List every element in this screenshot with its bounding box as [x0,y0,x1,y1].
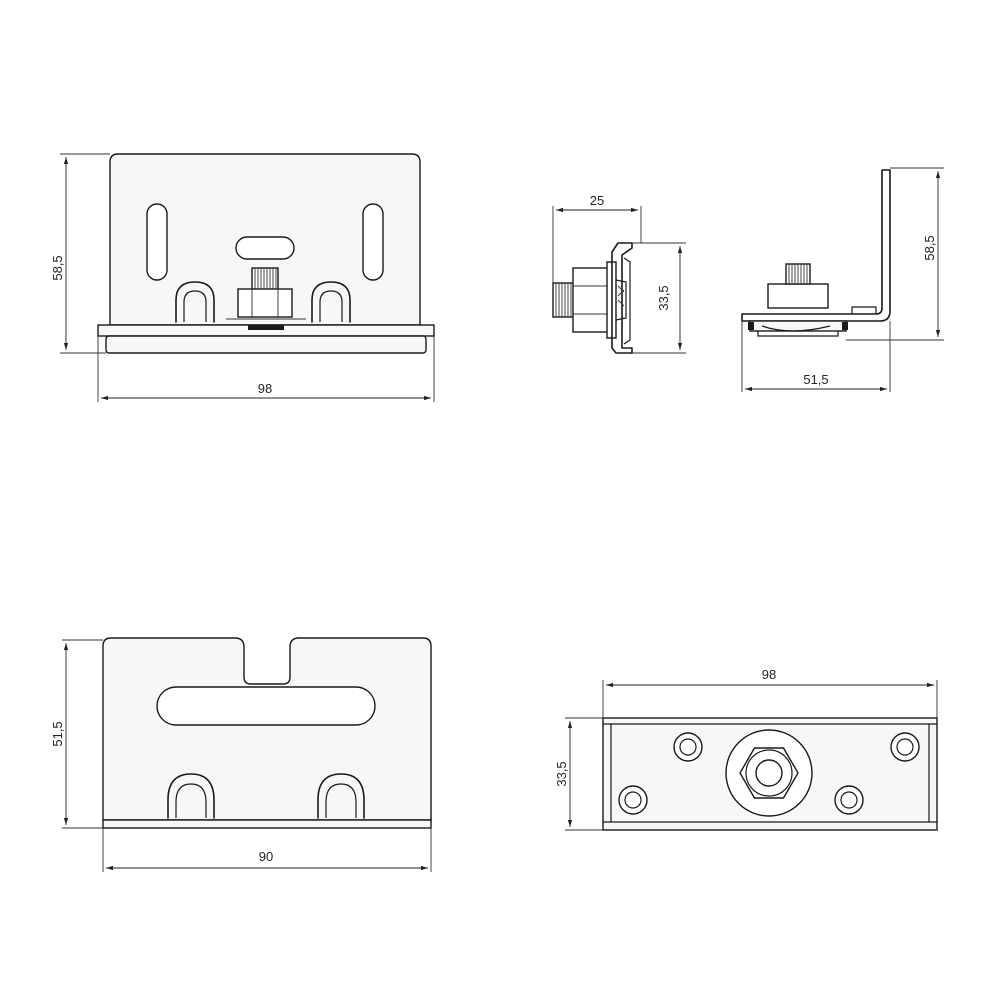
side-view [552,242,633,354]
back-height-dimension: 51,5 [50,639,103,829]
bottom-width-label: 98 [762,667,776,682]
right-depth-dimension: 51,5 [741,321,891,392]
right-height-label: 58,5 [922,235,937,260]
front-height-label: 58,5 [50,255,65,280]
bottom-width-dimension: 98 [602,667,938,718]
back-view [102,637,432,829]
bottom-height-dimension: 33,5 [554,717,603,831]
side-height-dimension: 33,5 [632,242,686,354]
right-view [741,169,891,337]
back-width-label: 90 [259,849,273,864]
back-width-dimension: 90 [102,828,432,872]
front-width-dimension: 98 [97,336,435,402]
right-depth-label: 51,5 [803,372,828,387]
side-depth-label: 25 [590,193,604,208]
right-height-dimension: 58,5 [846,167,944,341]
side-depth-dimension: 25 [552,193,642,283]
front-height-dimension: 58,5 [50,153,110,354]
front-view [97,153,435,354]
side-height-label: 33,5 [656,285,671,310]
front-width-label: 98 [258,381,272,396]
bottom-view [602,717,938,831]
back-height-label: 51,5 [50,721,65,746]
bottom-height-label: 33,5 [554,761,569,786]
